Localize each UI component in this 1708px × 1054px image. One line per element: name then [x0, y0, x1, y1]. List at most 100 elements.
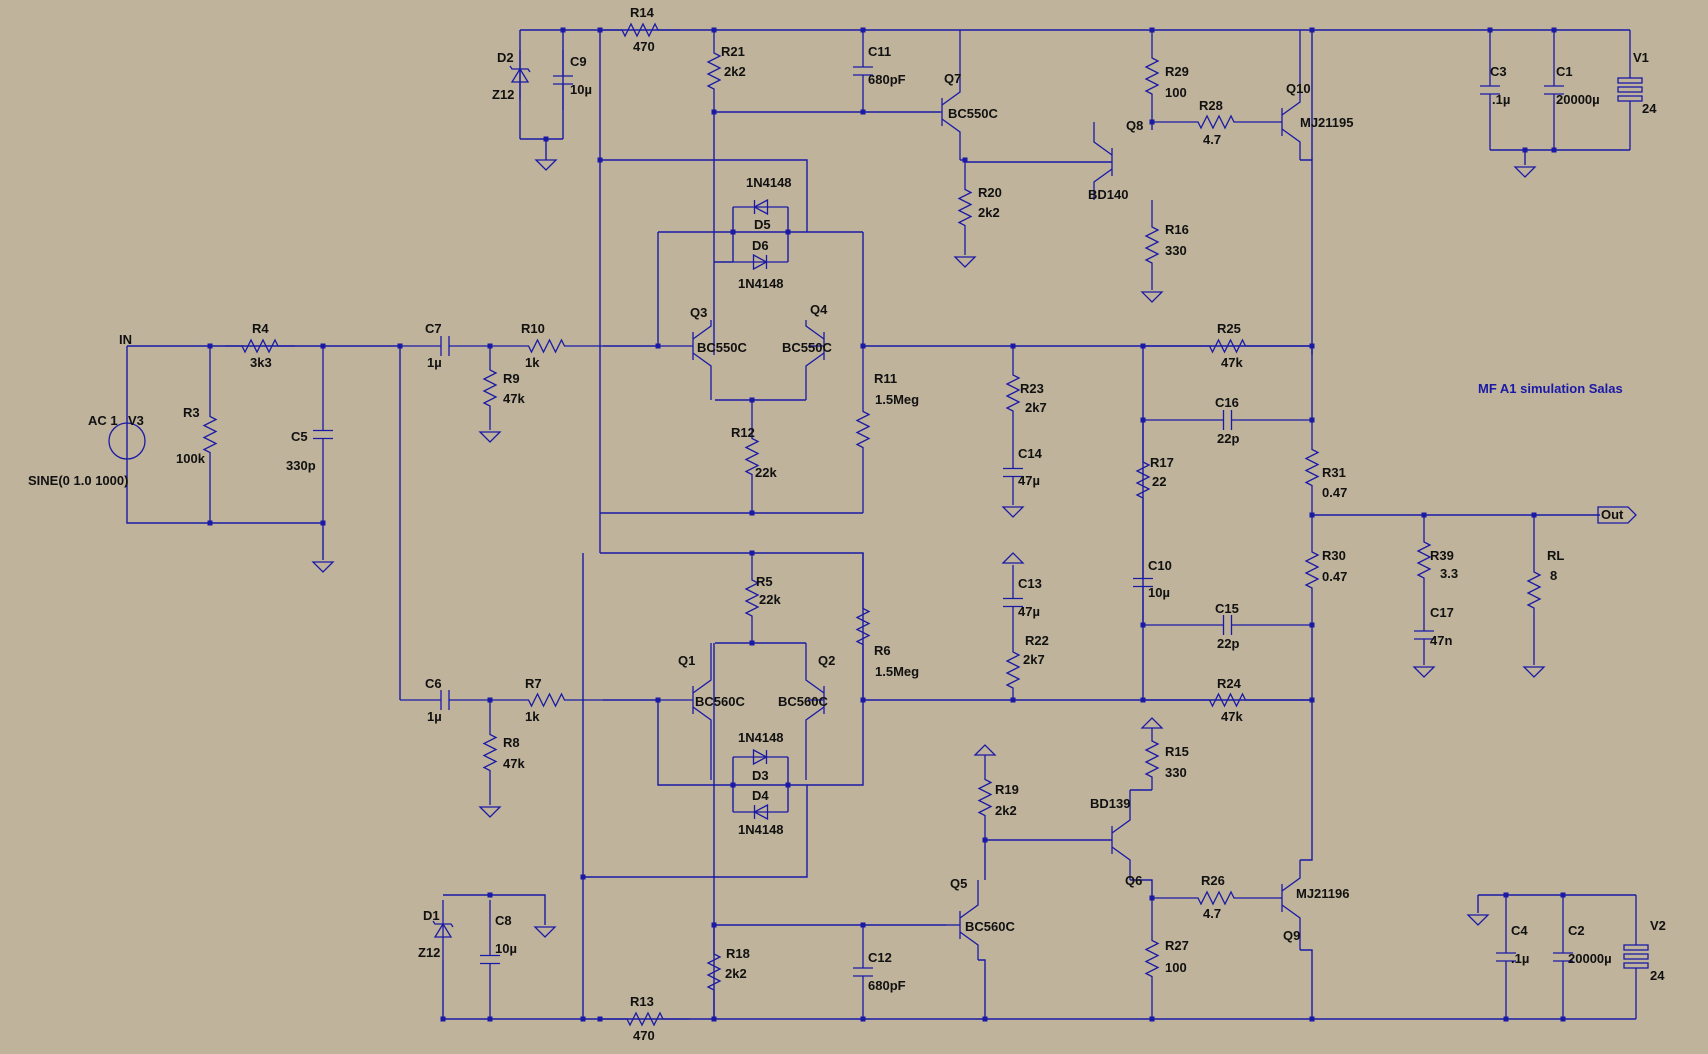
junction-dot	[785, 229, 791, 235]
capacitor-c5	[313, 346, 333, 523]
transistor-q6	[1111, 790, 1131, 880]
r15-value-label: 330	[1165, 765, 1187, 780]
r20-ref-label: R20	[978, 185, 1002, 200]
resistor-zigzag	[490, 338, 603, 354]
resistor-r12	[744, 400, 760, 513]
c6-value-label: 1µ	[427, 709, 442, 724]
diagram-title: MF A1 simulation Salas	[1478, 381, 1623, 396]
capacitor-c17	[1414, 605, 1434, 665]
q9-value-label: MJ21196	[1296, 886, 1350, 901]
resistor-r22	[1005, 640, 1021, 700]
d3-value-label: 1N4148	[738, 730, 784, 745]
d2-ref-label: D2	[497, 50, 514, 65]
c1-value-label: 20000µ	[1556, 92, 1600, 107]
wire	[583, 785, 808, 878]
ground-symbol	[1001, 506, 1025, 518]
resistor-r39	[1416, 515, 1432, 605]
wires	[126, 27, 1636, 1022]
resistor-r14	[600, 22, 680, 38]
r30-value-label: 0.47	[1322, 569, 1347, 584]
capacitor-c13	[1003, 565, 1023, 640]
junction-dot	[597, 157, 603, 163]
battery-v1	[1617, 30, 1643, 150]
wire	[600, 552, 864, 700]
q4-ref-label: Q4	[810, 302, 828, 317]
q8-value-label: BD140	[1088, 187, 1128, 202]
c13-value-label: 47µ	[1018, 604, 1040, 619]
junction-dot	[1309, 27, 1315, 33]
r31-ref-label: R31	[1322, 465, 1346, 480]
source-ac-label: AC 1	[88, 413, 118, 428]
r23-ref-label: R23	[1020, 381, 1044, 396]
c10-value-label: 10µ	[1148, 585, 1170, 600]
r3-ref-label: R3	[183, 405, 200, 420]
r26-value-label: 4.7	[1203, 906, 1221, 921]
r18-value-label: 2k2	[725, 966, 747, 981]
components	[108, 22, 1649, 1027]
resistor-zigzag	[706, 30, 722, 112]
q1-ref-label: Q1	[678, 653, 695, 668]
c7-value-label: 1µ	[427, 355, 442, 370]
r3-value-label: 100k	[176, 451, 206, 466]
r10-value-label: 1k	[525, 355, 540, 370]
c10-ref-label: C10	[1148, 558, 1172, 573]
wire	[600, 159, 808, 232]
resistor-r29	[1144, 30, 1160, 122]
resistor-r20	[957, 160, 973, 255]
resistor-zigzag	[1005, 640, 1021, 700]
diode-d6	[733, 253, 788, 271]
output-port: Out	[1597, 506, 1637, 524]
r12-value-label: 22k	[755, 465, 777, 480]
q8-ref-label: Q8	[1126, 118, 1143, 133]
junction-dot	[1522, 147, 1528, 153]
r7-ref-label: R7	[525, 676, 542, 691]
c5-value-label: 330p	[286, 458, 316, 473]
r10-ref-label: R10	[521, 321, 545, 336]
c14-ref-label: C14	[1018, 446, 1043, 461]
c3-ref-label: C3	[1490, 64, 1507, 79]
r8-ref-label: R8	[503, 735, 520, 750]
r30-ref-label: R30	[1322, 548, 1346, 563]
c8-ref-label: C8	[495, 913, 512, 928]
capacitor-c10	[1133, 540, 1153, 625]
capacitor-c7	[400, 336, 490, 356]
q2-value-label: BC560C	[778, 694, 828, 709]
c15-value-label: 22p	[1217, 636, 1239, 651]
c16-ref-label: C16	[1215, 395, 1239, 410]
capacitor-c2	[1553, 895, 1573, 1019]
q10-ref-label: Q10	[1286, 81, 1311, 96]
diode-d3	[733, 748, 788, 766]
capacitor-c12	[853, 925, 873, 1019]
c11-value-label: 680pF	[868, 72, 906, 87]
junction-dot	[580, 1016, 586, 1022]
rl-value-label: 8	[1550, 568, 1557, 583]
c16-value-label: 22p	[1217, 431, 1239, 446]
wire	[1300, 159, 1313, 355]
battery-v2	[1623, 895, 1649, 1019]
junction-dot	[487, 892, 493, 898]
resistor-r30	[1304, 515, 1320, 625]
resistor-zigzag	[202, 346, 218, 523]
r28-ref-label: R28	[1199, 98, 1223, 113]
c17-ref-label: C17	[1430, 605, 1454, 620]
wire	[1130, 879, 1153, 898]
r13-value-label: 470	[633, 1028, 655, 1043]
r18-ref-label: R18	[726, 946, 750, 961]
resistor-zigzag	[1416, 515, 1432, 605]
r24-ref-label: R24	[1217, 676, 1242, 691]
resistor-r23	[1005, 346, 1021, 440]
source-value-label: SINE(0 1.0 1000)	[28, 473, 128, 488]
d4-ref-label: D4	[752, 788, 769, 803]
r7-value-label: 1k	[525, 709, 540, 724]
resistor-r15	[1144, 728, 1160, 790]
supply-arrow	[973, 744, 997, 756]
r8-value-label: 47k	[503, 756, 525, 771]
transistor-q8	[1093, 122, 1113, 200]
transistor-q5	[946, 880, 979, 960]
resistor-zigzag	[1144, 30, 1160, 122]
r22-ref-label: R22	[1025, 633, 1049, 648]
r29-ref-label: R29	[1165, 64, 1189, 79]
capacitor-c11	[853, 30, 873, 112]
source-v3	[108, 422, 146, 460]
